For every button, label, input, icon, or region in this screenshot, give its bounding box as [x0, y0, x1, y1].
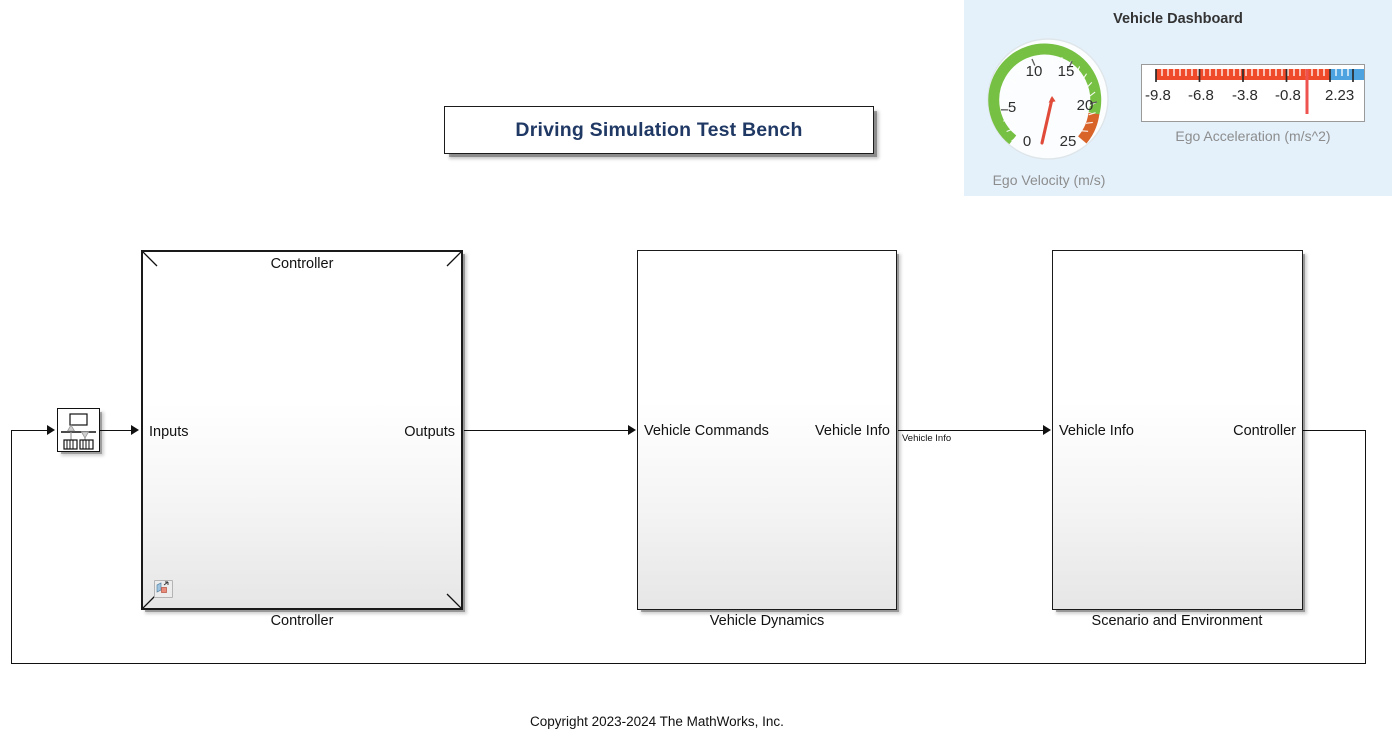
ego-acceleration-bar[interactable]: -9.8 -6.8 -3.8 -0.8 2.23 — [1141, 64, 1375, 122]
controller-inner-title: Controller — [270, 256, 334, 272]
corner-mark-top-left — [143, 252, 158, 267]
signal-line-feedback-bottom — [11, 663, 1366, 664]
corner-mark-bottom-right — [446, 593, 461, 608]
variant-source-block[interactable] — [57, 408, 100, 452]
controller-block-caption: Controller — [270, 613, 334, 629]
gauge-graphic: 0 5 10 15 20 25 — [987, 38, 1109, 160]
scenario-input-port-label: Vehicle Info — [1059, 423, 1134, 439]
bar-tick-label-3: -0.8 — [1275, 87, 1301, 104]
signal-arrow-source-in — [47, 425, 55, 435]
vehicle-dynamics-output-port-label: Vehicle Info — [815, 423, 890, 439]
gauge-needle — [1040, 96, 1056, 145]
bar-tick-label-1: -6.8 — [1188, 87, 1214, 104]
model-reference-icon[interactable] — [154, 580, 173, 598]
copyright-text: Copyright 2023-2024 The MathWorks, Inc. — [530, 714, 784, 729]
gauge-tick-0: 0 — [1023, 133, 1031, 150]
signal-label-vehicle-info: Vehicle Info — [902, 433, 952, 444]
signal-line-feedback-top-right — [1303, 430, 1365, 431]
signal-arrow-scenario-in — [1043, 425, 1051, 435]
signal-arrow-controller-in — [131, 425, 139, 435]
gauge-tick-10: 10 — [1026, 63, 1043, 80]
page-title: Driving Simulation Test Bench — [515, 118, 803, 141]
variant-source-icon — [61, 413, 96, 450]
signal-line-feedback-right — [1365, 430, 1366, 663]
ego-velocity-caption: Ego Velocity (m/s) — [992, 172, 1106, 188]
signal-arrow-dynamics-in — [628, 425, 636, 435]
scenario-block-caption: Scenario and Environment — [1091, 613, 1263, 629]
gauge-tick-15: 15 — [1058, 63, 1075, 80]
vehicle-dynamics-input-port-label: Vehicle Commands — [644, 423, 769, 439]
scenario-output-port-label: Controller — [1233, 423, 1296, 439]
subsystem-block-scenario-and-environment[interactable]: Vehicle Info Controller — [1052, 250, 1303, 610]
gauge-tick-25: 25 — [1060, 133, 1077, 150]
controller-input-port-label: Inputs — [149, 424, 189, 440]
signal-line-dynamics-to-scenario — [898, 430, 1044, 431]
bar-tick-label-0: -9.8 — [1145, 87, 1171, 104]
subsystem-block-vehicle-dynamics[interactable]: Vehicle Commands Vehicle Info — [637, 250, 897, 610]
bar-graphic — [1155, 69, 1375, 114]
gauge-tick-20: 20 — [1077, 97, 1094, 114]
bar-tick-label-4: 2.23 — [1325, 87, 1355, 104]
ego-velocity-gauge[interactable]: 0 5 10 15 20 25 — [986, 36, 1110, 162]
subsystem-block-controller[interactable]: Controller Inputs Outputs — [141, 250, 463, 610]
gauge-tick-5: 5 — [1008, 99, 1016, 116]
dashboard-title: Vehicle Dashboard — [1113, 11, 1243, 27]
signal-line-controller-to-dynamics — [464, 430, 629, 431]
controller-output-port-label: Outputs — [404, 424, 455, 440]
ego-acceleration-caption: Ego Acceleration (m/s^2) — [1175, 128, 1331, 144]
signal-line-source-to-controller — [100, 430, 132, 431]
signal-line-into-source — [11, 430, 48, 431]
corner-mark-top-right — [446, 252, 461, 267]
vehicle-dynamics-block-caption: Vehicle Dynamics — [709, 613, 825, 629]
title-annotation-block[interactable]: Driving Simulation Test Bench — [444, 106, 874, 154]
signal-line-feedback-left — [11, 430, 12, 664]
bar-tick-label-2: -3.8 — [1232, 87, 1258, 104]
